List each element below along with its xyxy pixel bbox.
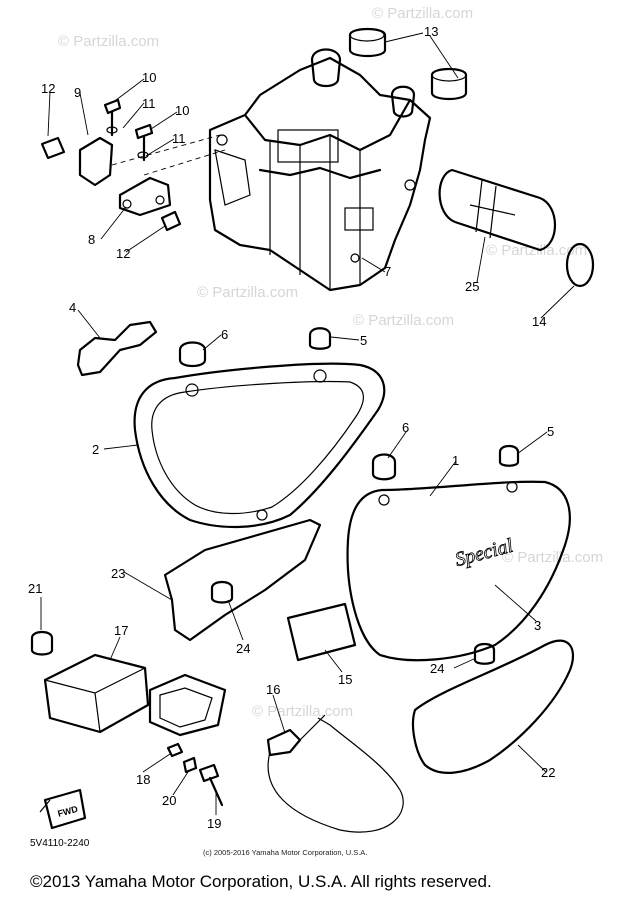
watermark-3: © Partzilla.com bbox=[197, 284, 298, 301]
wire-harness bbox=[266, 714, 404, 833]
right-grommets bbox=[371, 444, 520, 481]
electrical-box bbox=[43, 653, 227, 737]
o-ring bbox=[565, 242, 595, 288]
callout-10a: 10 bbox=[142, 70, 156, 85]
callout-8: 8 bbox=[88, 232, 95, 247]
lower-side-panel bbox=[411, 639, 575, 774]
watermark-1: © Partzilla.com bbox=[58, 33, 159, 50]
callout-15: 15 bbox=[338, 672, 352, 687]
callout-6b: 6 bbox=[402, 420, 409, 435]
callout-18: 18 bbox=[136, 772, 150, 787]
diagram-code: 5V4110-2240 bbox=[30, 838, 90, 849]
callout-17: 17 bbox=[114, 623, 128, 638]
callout-16: 16 bbox=[266, 682, 280, 697]
callout-14: 14 bbox=[532, 314, 546, 329]
callout-20: 20 bbox=[162, 793, 176, 808]
small-copyright: (c) 2005-2016 Yamaha Motor Corporation, … bbox=[203, 848, 368, 857]
reflector-bracket bbox=[76, 320, 158, 377]
inner-cover bbox=[163, 518, 322, 642]
watermark-4: © Partzilla.com bbox=[486, 242, 587, 259]
bracket-assembly bbox=[40, 98, 226, 232]
bushing-pair bbox=[348, 27, 468, 101]
callout-10b: 10 bbox=[175, 103, 189, 118]
callout-12b: 12 bbox=[116, 246, 130, 261]
callout-11a: 11 bbox=[142, 96, 156, 111]
callout-24b: 24 bbox=[430, 661, 444, 676]
callout-19: 19 bbox=[207, 816, 221, 831]
grommet-24 bbox=[210, 580, 496, 665]
callout-22: 22 bbox=[541, 765, 555, 780]
right-side-cover: Special bbox=[346, 480, 571, 662]
left-side-cover bbox=[133, 362, 386, 529]
fwd-label: FWD bbox=[56, 804, 79, 819]
callout-4: 4 bbox=[69, 300, 76, 315]
callout-13: 13 bbox=[424, 24, 438, 39]
callout-12a: 12 bbox=[41, 81, 55, 96]
callout-2: 2 bbox=[92, 442, 99, 457]
callout-5b: 5 bbox=[547, 424, 554, 439]
callout-6a: 6 bbox=[221, 327, 228, 342]
callout-23: 23 bbox=[111, 566, 125, 581]
upper-grommets bbox=[178, 327, 332, 368]
callout-7: 7 bbox=[384, 264, 391, 279]
callout-25: 25 bbox=[465, 279, 479, 294]
watermarks: © Partzilla.com © Partzilla.com © Partzi… bbox=[58, 5, 603, 720]
callout-11b: 11 bbox=[172, 131, 186, 146]
callout-5a: 5 bbox=[360, 333, 367, 348]
watermark-6: © Partzilla.com bbox=[502, 549, 603, 566]
battery-box-frame bbox=[208, 48, 432, 292]
callout-24a: 24 bbox=[236, 641, 250, 656]
leader-lines bbox=[40, 32, 575, 815]
grommet-21 bbox=[30, 630, 54, 656]
watermark-5: © Partzilla.com bbox=[353, 312, 454, 329]
tool-bag bbox=[438, 168, 557, 252]
callout-9: 9 bbox=[74, 85, 81, 100]
callout-21: 21 bbox=[28, 581, 42, 596]
watermark-2: © Partzilla.com bbox=[372, 5, 473, 22]
label-plate bbox=[286, 602, 357, 662]
callout-numbers: 1 2 3 4 5 5 6 6 7 8 9 10 10 11 11 12 12 … bbox=[28, 24, 555, 831]
watermark-7: © Partzilla.com bbox=[252, 703, 353, 720]
callout-3: 3 bbox=[534, 618, 541, 633]
callout-1: 1 bbox=[452, 453, 459, 468]
footer-copyright: ©2013 Yamaha Motor Corporation, U.S.A. A… bbox=[30, 872, 492, 891]
fwd-arrow-icon: FWD bbox=[39, 788, 87, 830]
